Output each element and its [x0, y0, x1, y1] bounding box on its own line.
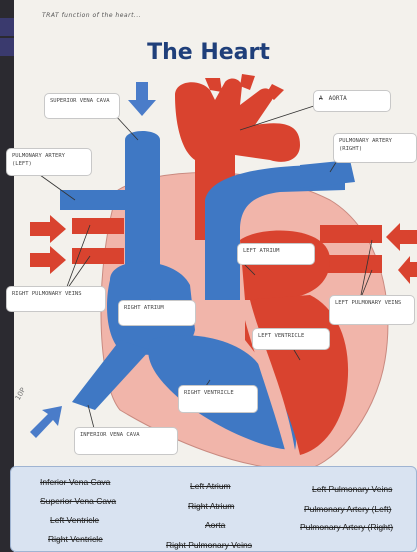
label-left-pulmonary-veins[interactable]: Left Pulmonary Veins [329, 295, 415, 325]
label-right-atrium[interactable]: Right Atrium [118, 300, 196, 326]
pulmonary-artery-right-vessel [300, 160, 355, 188]
arrow-right-icon [30, 215, 66, 243]
word-bank-item[interactable]: Left Ventricle [50, 515, 99, 525]
label-inferior-vena-cava[interactable]: Inferior Vena Cava [74, 427, 178, 455]
left-pulmonary-vein-upper [320, 225, 382, 243]
arrow-right-icon [30, 246, 66, 274]
aorta-branch [240, 74, 255, 90]
word-bank-item[interactable]: Left Pulmonary Veins [312, 484, 392, 494]
label-left-atrium[interactable]: Left Atrium [237, 243, 315, 265]
word-bank-item[interactable]: Pulmonary Artery (Right) [300, 522, 393, 532]
word-bank-item[interactable]: Left Atrium [190, 481, 231, 491]
arrow-left-icon [398, 256, 417, 284]
pulmonary-artery-left-vessel [60, 190, 125, 210]
label-right-ventricle[interactable]: Right Ventricle [178, 385, 258, 413]
arrow-up-right-icon [30, 406, 62, 438]
word-bank-item[interactable]: Right Pulmonary Veins [166, 540, 252, 550]
right-pulmonary-vein-upper [72, 218, 124, 234]
aorta-text: Aorta [329, 95, 347, 102]
word-bank-item[interactable]: Right Atrium [188, 501, 234, 511]
word-bank-item[interactable]: Aorta [205, 520, 225, 530]
aorta-scribble: A [319, 95, 323, 102]
label-pulmonary-artery-right[interactable]: Pulmonary Artery (Right) [333, 133, 417, 163]
word-bank-item[interactable]: Pulmonary Artery (Left) [304, 504, 391, 514]
label-left-ventricle[interactable]: Left Ventricle [252, 328, 330, 350]
label-aorta[interactable]: A Aorta [313, 90, 391, 112]
label-right-pulmonary-veins[interactable]: Right Pulmonary Veins [6, 286, 106, 312]
arrow-down-icon [128, 82, 156, 116]
label-superior-vena-cava[interactable]: Superior Vena Cava [44, 93, 120, 119]
right-pulmonary-vein-lower [72, 248, 124, 264]
word-bank-item[interactable]: Superior Vena Cava [40, 496, 116, 506]
label-pulmonary-artery-left[interactable]: Pulmonary Artery (Left) [6, 148, 92, 176]
word-bank-item[interactable]: Right Ventricle [48, 534, 103, 544]
arrow-left-icon [386, 223, 417, 251]
word-bank-item[interactable]: Inferior Vena Cava [40, 477, 110, 487]
leader-line [40, 175, 75, 200]
